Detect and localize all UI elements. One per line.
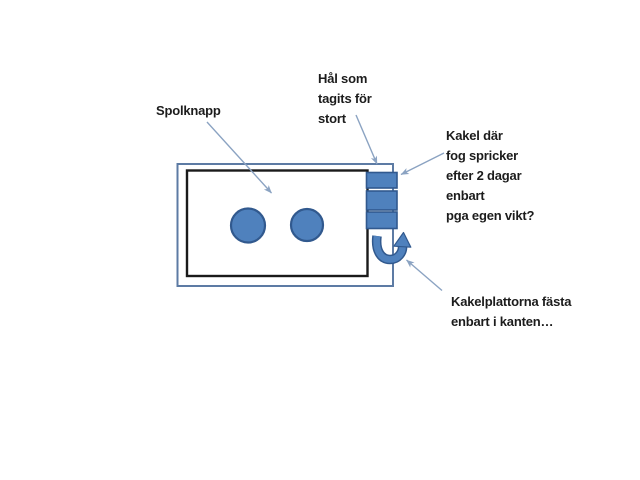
tile-edge-label: Kakelplattorna fästa enbart i kanten… — [451, 294, 572, 329]
falling-tile-curved-arrow — [371, 231, 412, 265]
hole-too-big-label: Hål som tagits för stort — [318, 71, 372, 126]
panel-inner-rect — [185, 169, 369, 278]
tile-crack-label: Kakel där fog spricker efter 2 dagar enb… — [446, 128, 535, 223]
flush-button-right — [289, 207, 325, 243]
hole-too-big-arrow — [355, 114, 378, 165]
tile-crack-arrow — [400, 152, 445, 176]
flush-button-left — [229, 207, 267, 244]
tile-2 — [365, 190, 398, 211]
tile-3 — [365, 211, 398, 230]
curved-arrowhead — [393, 231, 412, 248]
tile-1 — [365, 171, 398, 189]
spolknapp-arrow — [206, 121, 273, 194]
tile-edge-arrow — [406, 259, 443, 292]
tiles — [365, 171, 398, 230]
spolknapp-label: Spolknapp — [156, 103, 221, 118]
